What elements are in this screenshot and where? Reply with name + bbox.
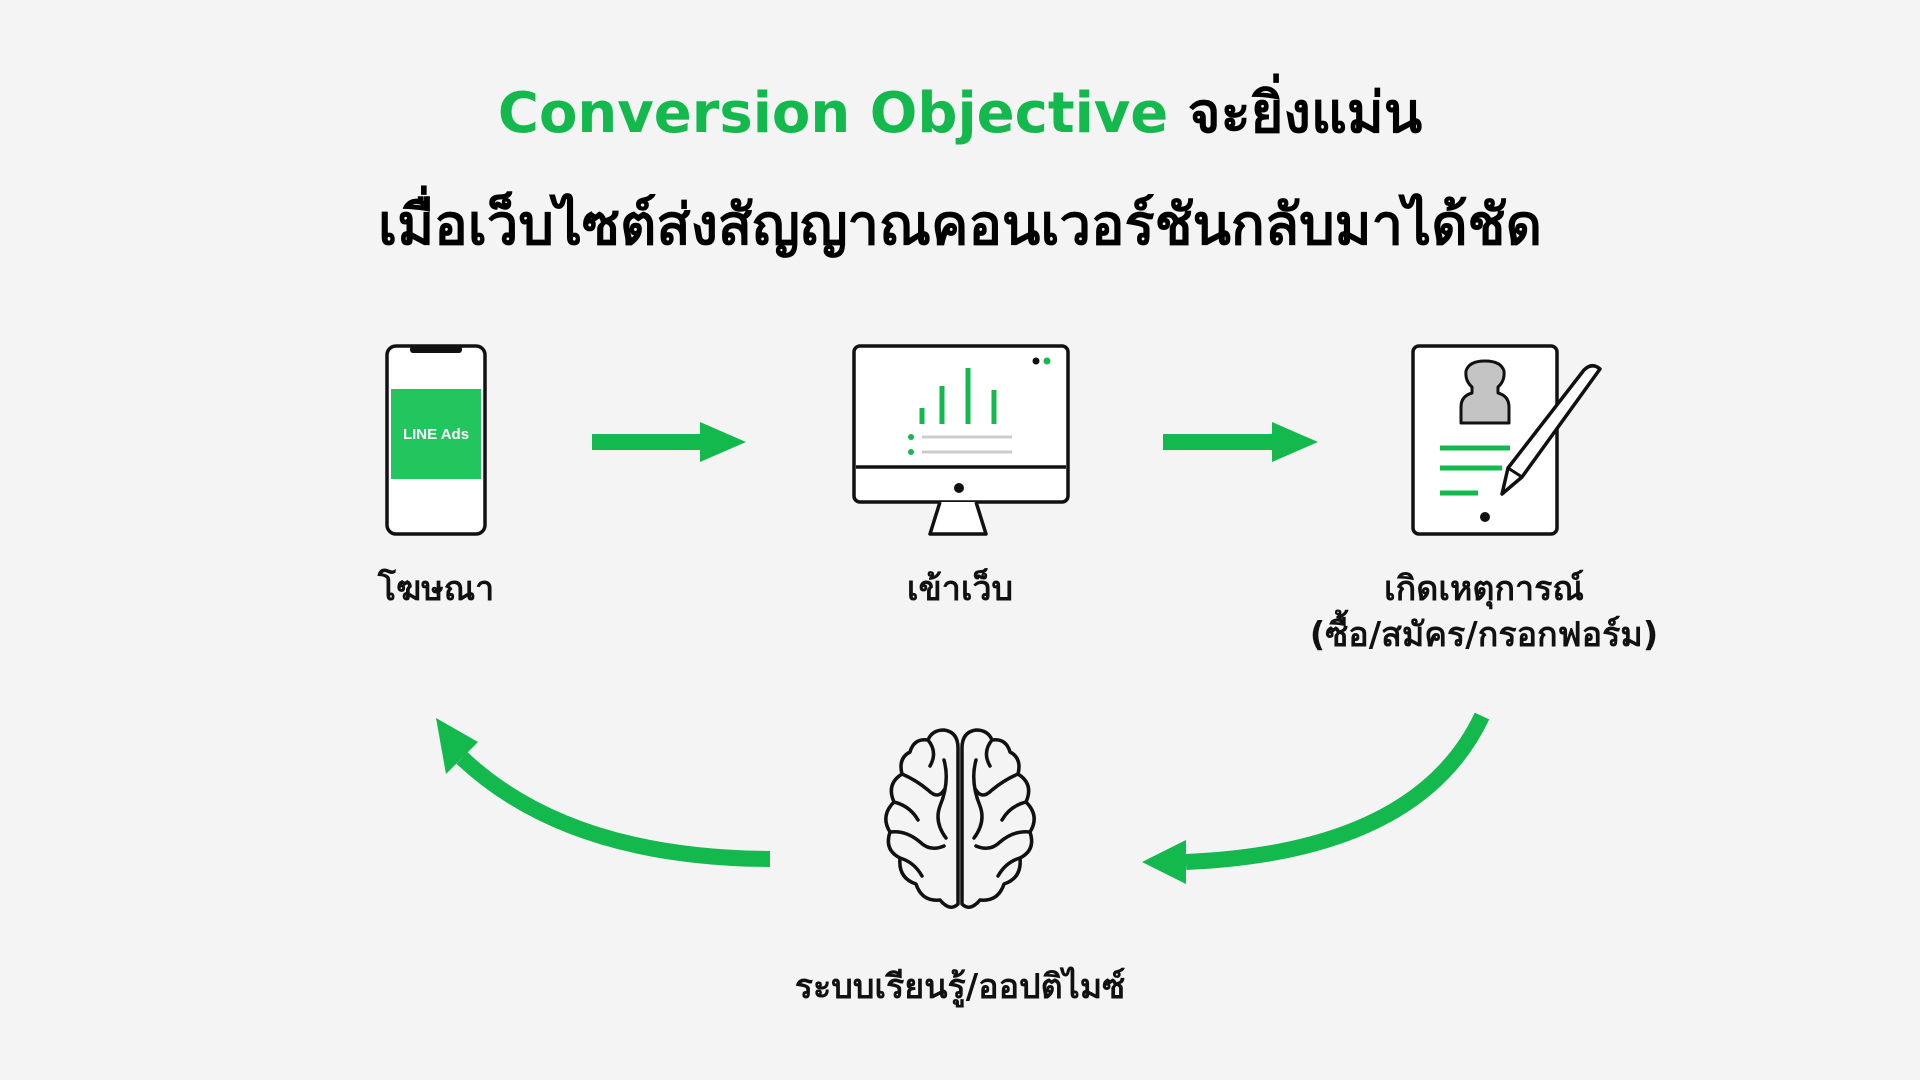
pen-icon	[1500, 364, 1602, 496]
smartphone-icon: LINE Ads	[385, 344, 487, 536]
step-label-event: เกิดเหตุการณ์ (ซื้อ/สมัคร/กรอกฟอร์ม)	[1224, 566, 1744, 658]
arrow-event-to-learn	[1142, 712, 1490, 884]
title-highlight: Conversion Objective	[497, 81, 1169, 146]
arrow-ad-to-visit	[592, 422, 746, 462]
arrow-learn-to-ad	[436, 718, 771, 867]
title-rest: จะยิ่งแม่น	[1168, 81, 1423, 146]
title-line-1: Conversion Objective จะยิ่งแม่น	[0, 74, 1920, 154]
title-line-2: เมื่อเว็บไซต์ส่งสัญญาณคอนเวอร์ชันกลับมาไ…	[378, 193, 1542, 258]
step-label-ad: โฆษณา	[377, 569, 495, 609]
monitor-chart-icon	[852, 344, 1070, 536]
step-label-learn: ระบบเรียนรู้/ออปติไมซ์	[794, 967, 1126, 1007]
arrow-visit-to-event	[1163, 422, 1318, 462]
phone-badge-text: LINE Ads	[403, 426, 469, 443]
form-pen-icon	[1411, 344, 1602, 536]
step-label-event-line1: เกิดเหตุการณ์	[1384, 569, 1584, 609]
phone-screen-ad	[391, 389, 481, 479]
brain-icon	[884, 728, 1036, 909]
step-label-visit: เข้าเว็บ	[906, 569, 1014, 609]
person-silhouette-icon	[1459, 359, 1511, 425]
step-label-event-line2: (ซื้อ/สมัคร/กรอกฟอร์ม)	[1309, 615, 1659, 655]
